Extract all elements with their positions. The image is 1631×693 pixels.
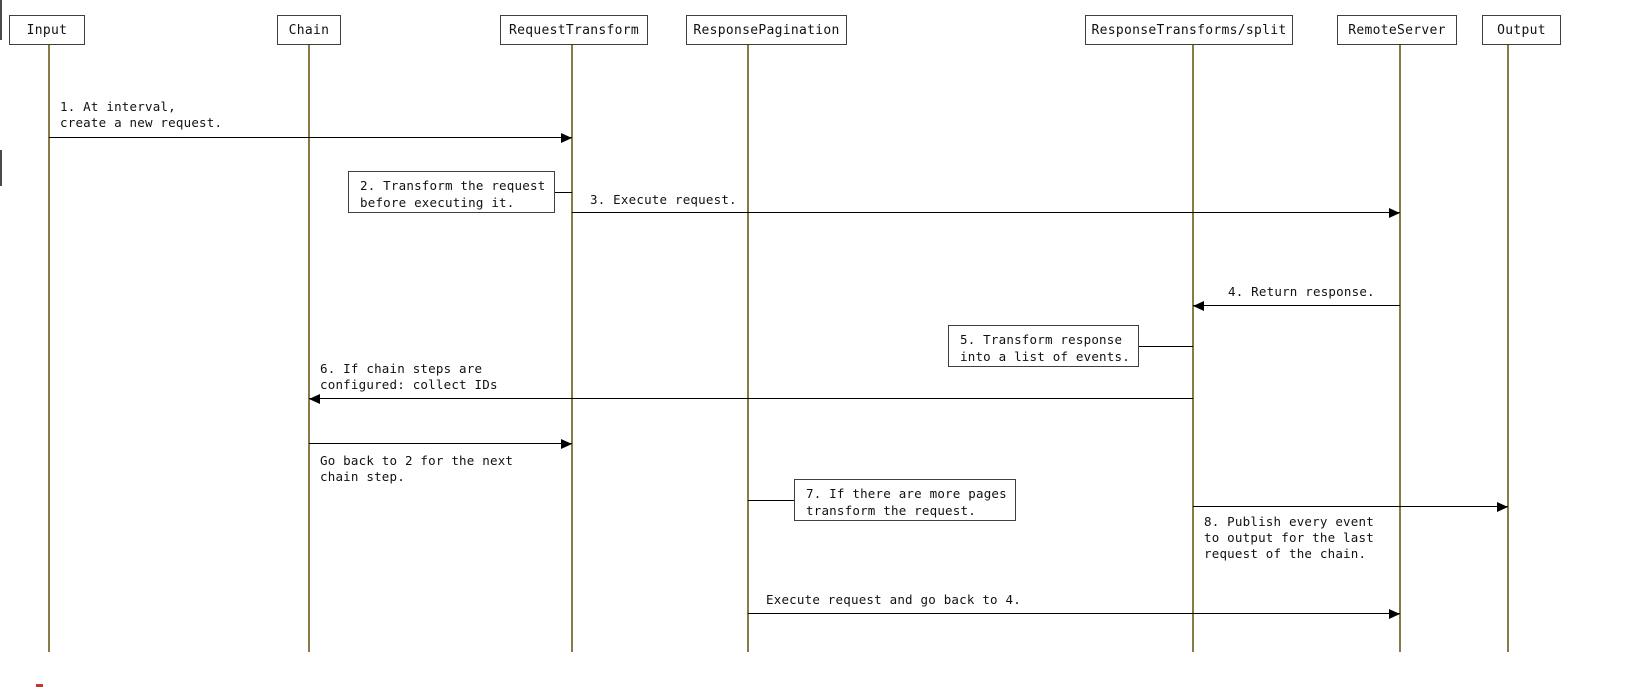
message-line-m1 (49, 137, 572, 138)
participant-chain[interactable]: Chain (277, 15, 341, 45)
note-note2[interactable]: 2. Transform the request before executin… (348, 171, 555, 213)
arrowhead-right-icon (561, 133, 572, 143)
lifeline-input (48, 45, 50, 652)
participant-label: Chain (288, 22, 330, 38)
message-label-m_exec_goback4: Execute request and go back to 4. (766, 592, 1021, 607)
lifeline-request_transform (571, 45, 573, 652)
participant-label: ResponsePagination (693, 22, 840, 38)
lifeline-response_transforms (1192, 45, 1194, 652)
arrowhead-right-icon (1389, 208, 1400, 218)
note-note7[interactable]: 7. If there are more pages transform the… (794, 479, 1016, 521)
message-line-m3 (572, 212, 1400, 213)
note-connector-note5 (1139, 346, 1193, 347)
participant-remote_server[interactable]: RemoteServer (1337, 15, 1457, 45)
lifeline-chain (308, 45, 310, 652)
participant-response_transforms[interactable]: ResponseTransforms/split (1085, 15, 1293, 45)
message-label-m6: 6. If chain steps are configured: collec… (320, 361, 498, 392)
note-connector-note2 (555, 192, 572, 193)
arrowhead-right-icon (561, 439, 572, 449)
message-line-m8 (1193, 506, 1508, 507)
lifeline-response_pagination (747, 45, 749, 652)
message-label-m3: 3. Execute request. (590, 192, 737, 207)
message-label-m4: 4. Return response. (1228, 284, 1375, 299)
participant-label: ResponseTransforms/split (1091, 22, 1287, 38)
message-label-m_goback2: Go back to 2 for the next chain step. (320, 453, 514, 484)
participant-label: RequestTransform (508, 22, 640, 38)
page-edge-mark-middle (0, 150, 2, 186)
participant-label: RemoteServer (1348, 22, 1446, 38)
participant-output[interactable]: Output (1482, 15, 1561, 45)
note-note5[interactable]: 5. Transform response into a list of eve… (948, 325, 1139, 367)
lifeline-remote_server (1399, 45, 1401, 652)
participant-label: Input (26, 22, 68, 38)
participant-label: Output (1497, 22, 1546, 38)
page-corner-tick (36, 684, 43, 687)
arrowhead-left-icon (309, 394, 320, 404)
page-edge-mark-top (0, 0, 2, 40)
arrowhead-right-icon (1497, 502, 1508, 512)
participant-request_transform[interactable]: RequestTransform (500, 15, 648, 45)
message-line-m4 (1193, 305, 1400, 306)
message-line-m6 (309, 398, 1193, 399)
message-line-m_exec_goback4 (748, 613, 1400, 614)
participant-response_pagination[interactable]: ResponsePagination (686, 15, 847, 45)
message-label-m1: 1. At interval, create a new request. (60, 99, 223, 130)
arrowhead-right-icon (1389, 609, 1400, 619)
participant-input[interactable]: Input (9, 15, 85, 45)
message-label-m8: 8. Publish every event to output for the… (1204, 514, 1374, 561)
arrowhead-left-icon (1193, 301, 1204, 311)
message-line-m_goback2 (309, 443, 572, 444)
lifeline-output (1507, 45, 1509, 652)
note-connector-note7 (748, 500, 794, 501)
